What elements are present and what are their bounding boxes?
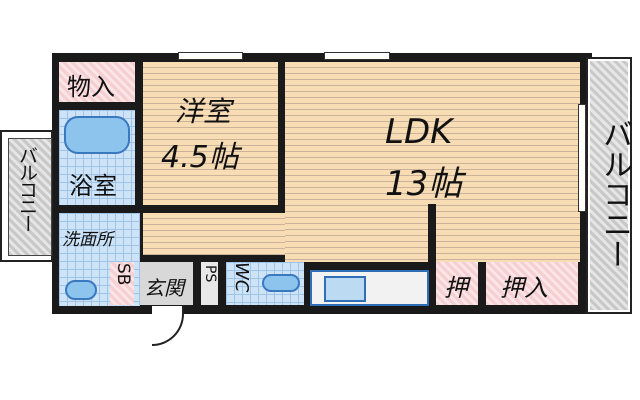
entrance: 玄関 — [140, 262, 193, 305]
bathtub-icon — [64, 116, 130, 154]
window-top-right — [324, 52, 390, 60]
entrance-door[interactable] — [152, 306, 184, 346]
balcony-right: バルコニー — [586, 57, 632, 314]
hallway — [143, 213, 285, 255]
closet-wall — [428, 204, 436, 264]
storage-top: 物入 — [59, 62, 135, 102]
balcony-right-label: バルコニー — [597, 119, 632, 269]
window-right — [578, 104, 586, 212]
balcony-left-label: バルコニー — [16, 146, 38, 231]
kitchen-counter — [310, 270, 429, 306]
shoe-box: SB — [110, 262, 134, 305]
wc: WC — [226, 262, 304, 305]
kitchen-sink-icon — [324, 276, 366, 302]
closet-small: 押 — [436, 262, 478, 305]
pipe-space: PS — [201, 262, 218, 305]
window-top-left — [178, 52, 243, 60]
washroom: 洗面所 — [59, 213, 140, 306]
western-room: 洋室 4.5帖 — [143, 62, 278, 205]
closet: 押入 — [486, 262, 578, 305]
bathroom: 浴室 — [59, 110, 135, 205]
balcony-left: バルコニー — [0, 130, 53, 262]
sink-icon — [65, 280, 97, 300]
toilet-icon — [262, 274, 300, 292]
